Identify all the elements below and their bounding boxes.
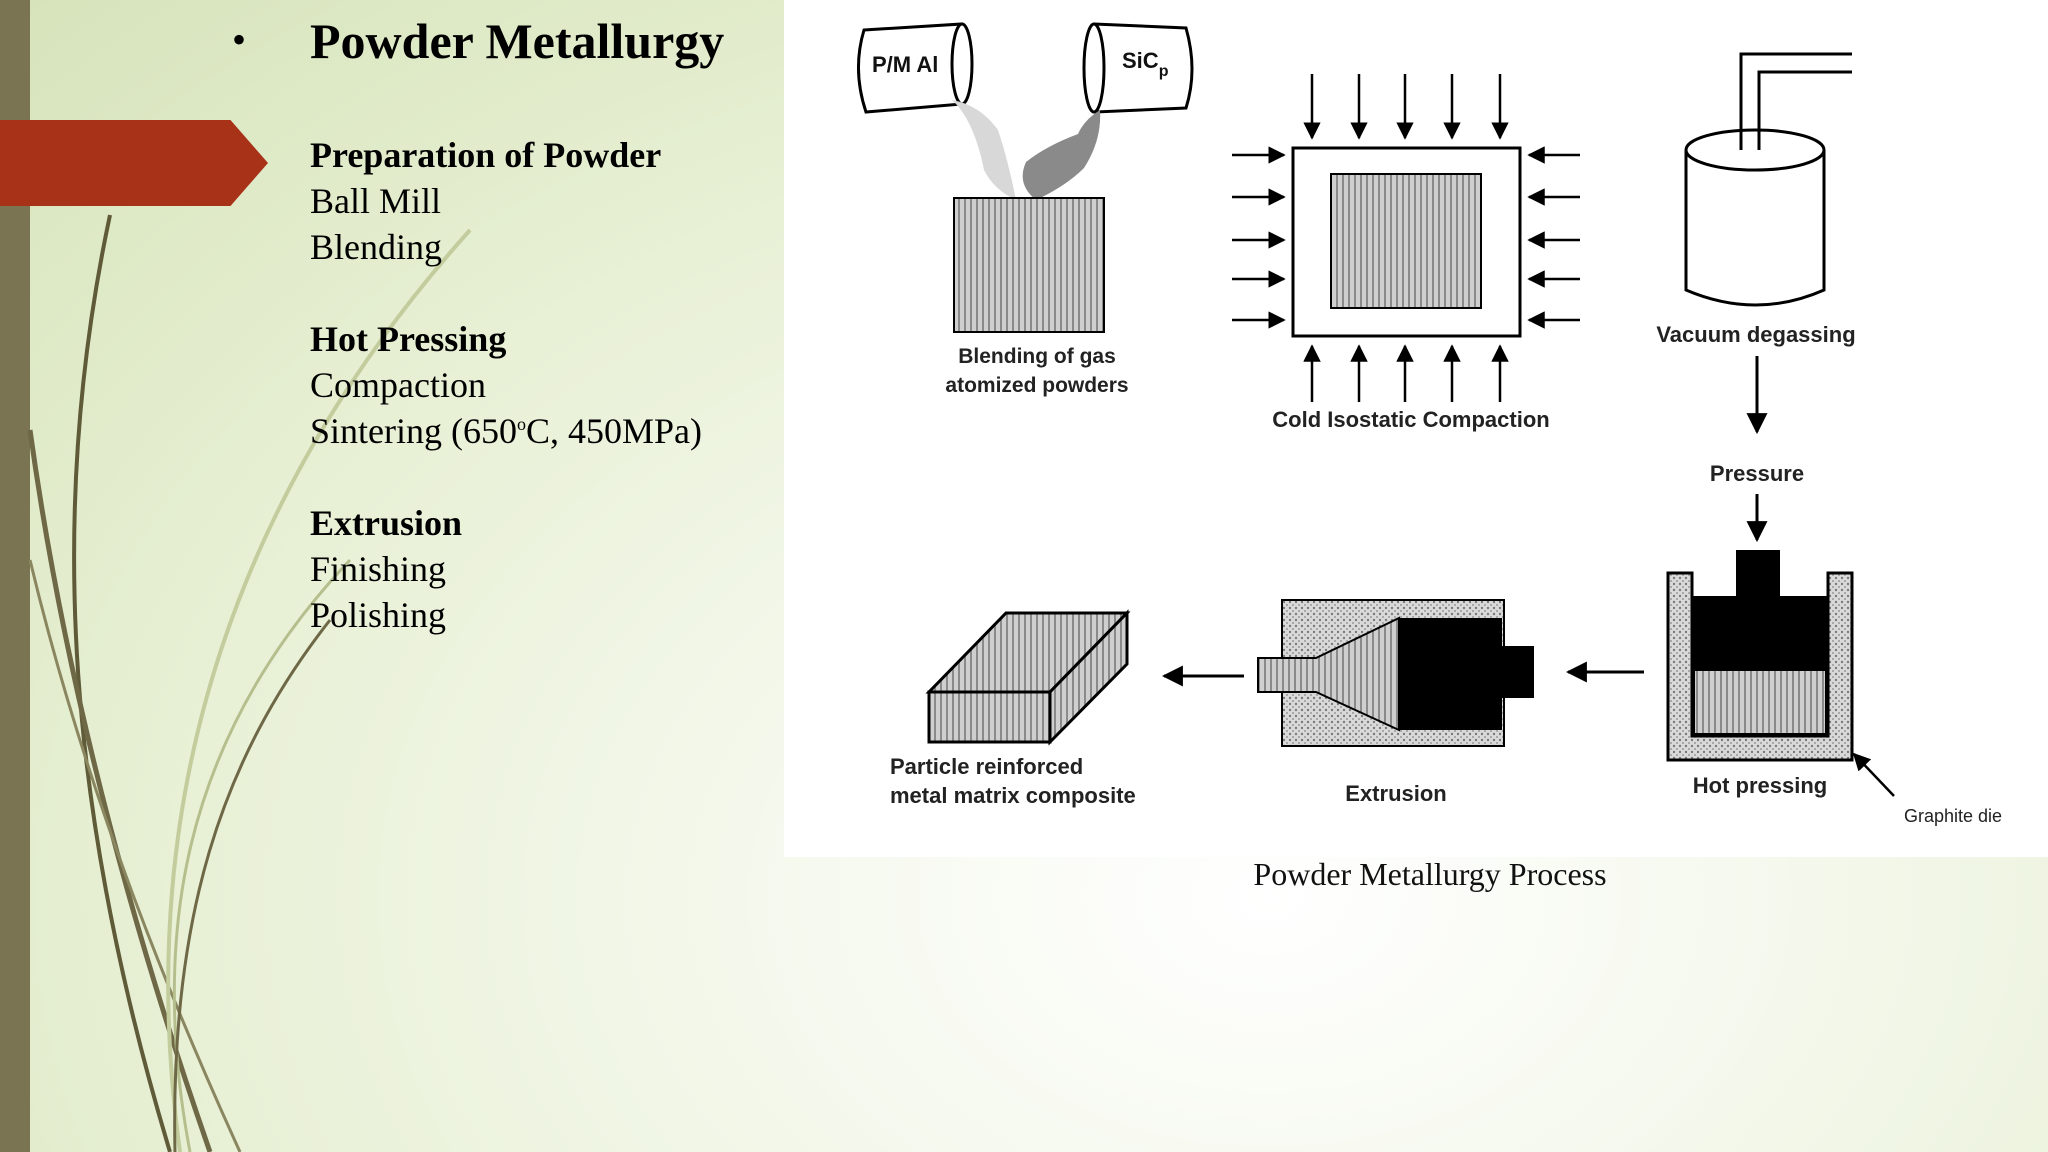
extrusion-label: Extrusion xyxy=(1345,781,1446,806)
group-extrusion: Extrusion Finishing Polishing xyxy=(310,500,790,638)
product-label-line-2: metal matrix composite xyxy=(890,783,1136,808)
product-label-line-1: Particle reinforced xyxy=(890,754,1083,779)
pressure-label: Pressure xyxy=(1710,461,1804,486)
extrusion: Extrusion xyxy=(1257,599,1534,806)
sintering-text-end: C, 450MPa) xyxy=(525,411,702,451)
list-item: Ball Mill xyxy=(310,181,442,221)
cold-isostatic-compaction: Cold Isostatic Compaction xyxy=(1232,74,1580,432)
group-preparation: Preparation of Powder Ball Mill Blending xyxy=(310,132,790,270)
degree-superscript: o xyxy=(516,414,526,434)
hot-pressing: Pressure Hot pressing Graphite die xyxy=(1666,461,2002,826)
list-item-sintering: Sintering (650oC, 450MPa) xyxy=(310,408,790,454)
can-right-subscript: p xyxy=(1159,63,1169,80)
hot-pressing-label: Hot pressing xyxy=(1693,773,1827,798)
can-right-label: SiC xyxy=(1122,48,1159,73)
composite-block: Particle reinforced metal matrix composi… xyxy=(890,609,1136,808)
svg-text:SiCp: SiCp xyxy=(1122,48,1169,80)
cold-compaction-label: Cold Isostatic Compaction xyxy=(1272,407,1549,432)
decorative-curves xyxy=(27,214,472,1152)
process-steps: Preparation of Powder Ball Mill Blending… xyxy=(310,132,790,684)
diagram-svg: P/M Al SiCp Blending of gas atomized pow… xyxy=(857,22,2002,826)
vacuum-degassing: Vacuum degassing xyxy=(1656,52,1856,435)
title-bullet: • xyxy=(232,17,247,62)
can-left-label: P/M Al xyxy=(872,52,938,77)
list-item: Polishing xyxy=(310,595,447,635)
list-item: Compaction xyxy=(310,365,486,405)
slide-title: Powder Metallurgy xyxy=(310,13,725,69)
blending-label-line-2: atomized powders xyxy=(945,374,1128,397)
process-diagram: P/M Al SiCp Blending of gas atomized pow… xyxy=(784,0,2048,857)
group-title: Hot Pressing xyxy=(310,319,507,359)
graphite-die-label: Graphite die xyxy=(1904,806,2002,826)
group-title: Extrusion xyxy=(310,503,463,543)
list-item: Finishing xyxy=(310,549,447,589)
blending-label-line-1: Blending of gas xyxy=(958,345,1116,368)
sintering-text-start: Sintering (650 xyxy=(310,411,517,451)
accent-ribbon xyxy=(0,120,268,206)
group-hot-pressing: Hot Pressing Compaction Sintering (650oC… xyxy=(310,316,790,454)
diagram-caption: Powder Metallurgy Process xyxy=(1253,856,1607,892)
group-title: Preparation of Powder xyxy=(310,135,662,175)
list-item: Blending xyxy=(310,227,442,267)
vacuum-label: Vacuum degassing xyxy=(1656,322,1855,347)
blending-cans: P/M Al SiCp Blending of gas atomized pow… xyxy=(857,22,1194,397)
